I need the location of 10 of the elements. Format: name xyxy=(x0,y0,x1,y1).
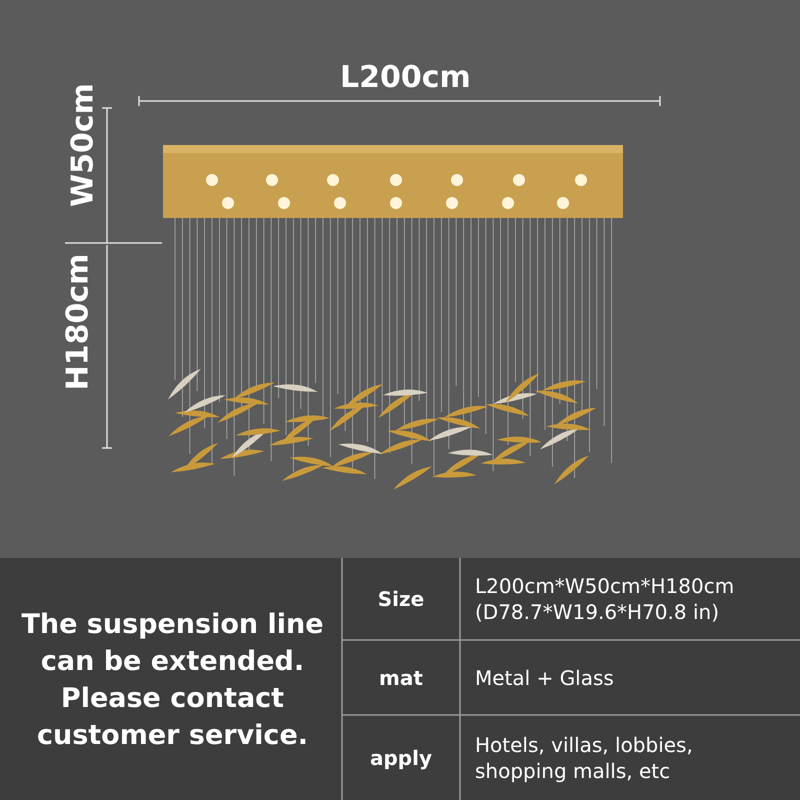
note-text: The suspension line can be extended. Please contact customer service. xyxy=(20,608,325,753)
table-header-cell-text: apply xyxy=(368,744,434,772)
dimension-label: W50cm xyxy=(66,83,100,207)
table-header-cell-text: mat xyxy=(378,664,424,692)
dimension-label: L200cm xyxy=(340,60,471,95)
table-cell-text: L200cm*W50cm*H180cm (D78.7*W19.6*H70.8 in) xyxy=(475,573,736,626)
dimension-label: H180cm xyxy=(60,254,96,390)
table-header-cell-text: Size xyxy=(376,586,426,613)
table-cell-text: Metal + Glass xyxy=(475,664,615,692)
table-cell-text: Hotels, villas, lobbies, shopping malls, etc xyxy=(475,732,694,784)
